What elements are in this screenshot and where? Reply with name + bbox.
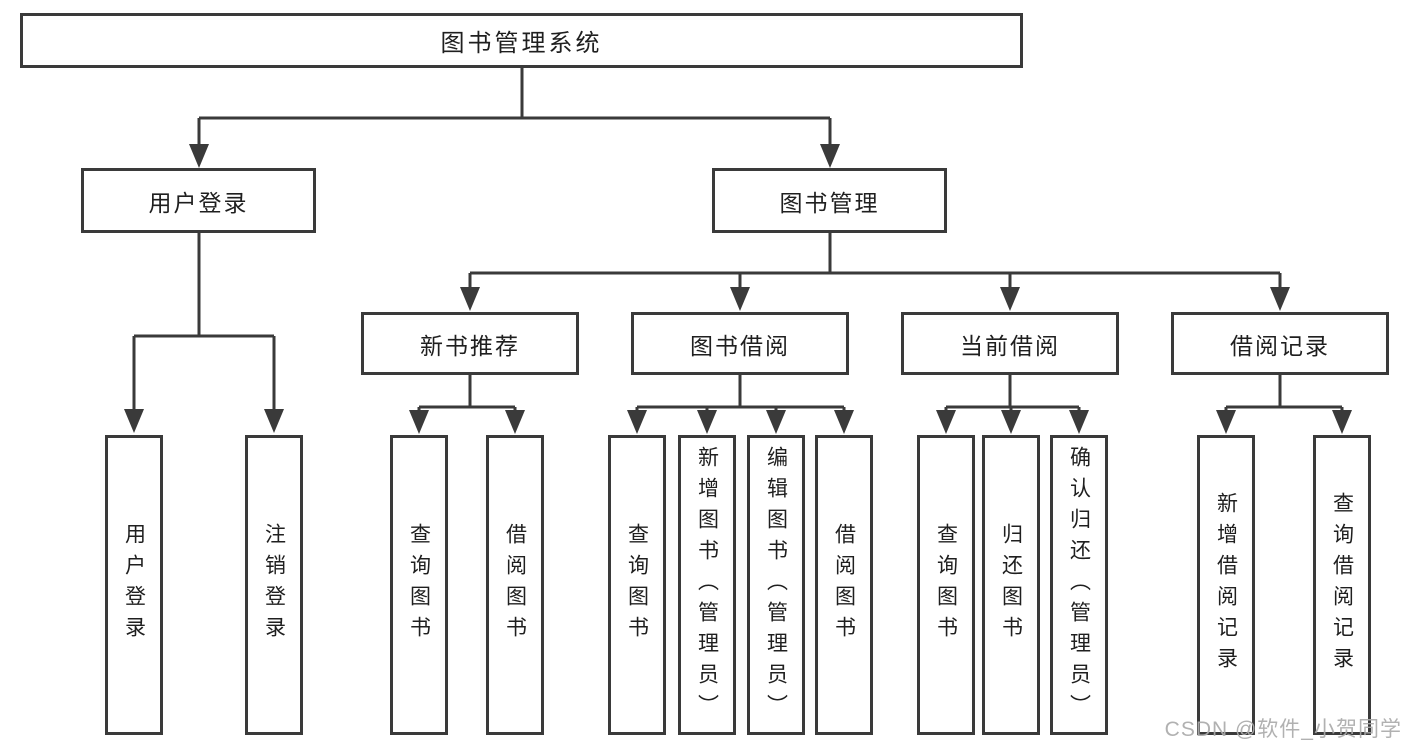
node-label: 图书管理	[779, 189, 880, 216]
node-label: 图书管理系统	[440, 30, 603, 57]
csdn-watermark: CSDN @软件_小贺同学	[1164, 718, 1402, 741]
connector-bookmgmt-to-level3	[468, 233, 1282, 299]
node-label: 查询借阅记录	[1330, 492, 1354, 678]
node-label: 归还图书	[999, 523, 1023, 647]
node-leaf-logout: 注销登录	[245, 435, 303, 735]
connector-newbooks-to-leaves	[417, 375, 517, 422]
node-book-borrowing: 图书借阅	[631, 312, 849, 375]
node-label: 当前借阅	[960, 332, 1060, 359]
connector-root-to-level2	[197, 68, 832, 156]
node-leaf-current-confirm-admin: 确认归还（管理员）	[1050, 435, 1108, 735]
node-label: 用户登录	[122, 523, 146, 647]
node-leaf-current-return: 归还图书	[982, 435, 1040, 735]
node-label: 编辑图书（管理员）	[764, 445, 788, 725]
connector-records-to-leaves	[1224, 375, 1344, 422]
node-leaf-newbooks-borrow: 借阅图书	[486, 435, 544, 735]
node-leaf-borrow-edit-admin: 编辑图书（管理员）	[747, 435, 805, 735]
node-leaf-records-query: 查询借阅记录	[1313, 435, 1371, 735]
node-label: 新书推荐	[420, 332, 520, 359]
node-label: 新增借阅记录	[1214, 492, 1238, 678]
connector-userlogin-to-leaves	[132, 233, 276, 421]
node-leaf-current-query: 查询图书	[917, 435, 975, 735]
node-label: 借阅记录	[1230, 332, 1330, 359]
node-leaf-borrow-query: 查询图书	[608, 435, 666, 735]
node-new-book-recommend: 新书推荐	[361, 312, 579, 375]
node-current-borrowing: 当前借阅	[901, 312, 1119, 375]
node-label: 用户登录	[148, 189, 249, 216]
node-leaf-records-add: 新增借阅记录	[1197, 435, 1255, 735]
node-label: 新增图书（管理员）	[695, 445, 719, 725]
node-book-management: 图书管理	[712, 168, 947, 233]
node-leaf-borrow-borrow: 借阅图书	[815, 435, 873, 735]
node-label: 图书借阅	[690, 332, 790, 359]
node-label: 借阅图书	[832, 523, 856, 647]
node-user-login: 用户登录	[81, 168, 316, 233]
node-label: 注销登录	[262, 523, 286, 647]
node-leaf-user-login: 用户登录	[105, 435, 163, 735]
node-borrow-records: 借阅记录	[1171, 312, 1389, 375]
node-leaf-newbooks-query: 查询图书	[390, 435, 448, 735]
node-label: 查询图书	[934, 523, 958, 647]
node-root-library-system: 图书管理系统	[20, 13, 1023, 68]
node-label: 查询图书	[625, 523, 649, 647]
node-label: 借阅图书	[503, 523, 527, 647]
arrowheads	[124, 144, 1352, 434]
node-label: 查询图书	[407, 523, 431, 647]
connector-bookborrow-to-leaves	[635, 375, 846, 422]
node-label: 确认归还（管理员）	[1067, 445, 1091, 725]
node-leaf-borrow-add-admin: 新增图书（管理员）	[678, 435, 736, 735]
